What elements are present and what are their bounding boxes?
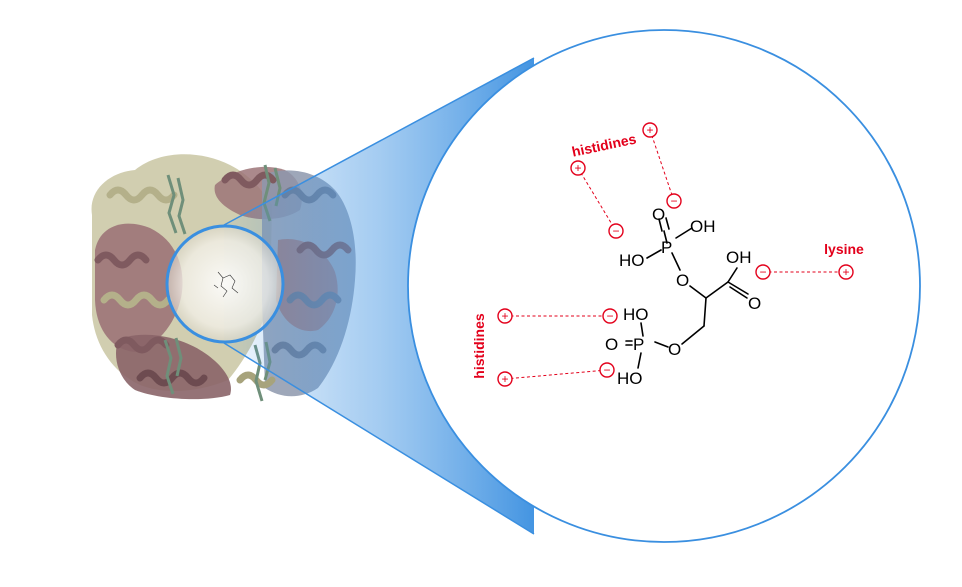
label-lysine: lysine [824, 241, 864, 257]
minus-charge: − [755, 264, 771, 280]
atom-o-double-top: O [652, 205, 665, 224]
atom-p-bottom: P [633, 335, 644, 354]
atom-o-double-bottom: O [605, 335, 618, 354]
interaction-lines [504, 129, 846, 380]
magnifier-lens [165, 224, 285, 344]
bpg-atom-labels: O OH P HO O OH O HO O P O HO [605, 205, 761, 388]
svg-text:−: − [670, 194, 677, 208]
minus-charge: − [666, 193, 682, 209]
plus-charge: + [642, 122, 658, 138]
mini-bpg-structure [213, 271, 239, 298]
atom-o-link-top: O [676, 271, 689, 290]
atom-ho-bottom-2: HO [617, 369, 643, 388]
atom-ho-bottom: HO [623, 305, 649, 324]
atom-p-top: P [661, 238, 672, 257]
atom-o-link-bottom: O [668, 340, 681, 359]
svg-text:+: + [501, 309, 508, 323]
svg-text:−: − [759, 265, 766, 279]
svg-text:+: + [574, 161, 581, 175]
hemoglobin-protein-illustration [91, 154, 356, 402]
atom-o-acid: O [748, 294, 761, 313]
atom-oh-top: OH [690, 217, 716, 236]
label-histidines-left: histidines [471, 313, 487, 379]
minus-charge: − [608, 223, 624, 239]
svg-text:+: + [842, 265, 849, 279]
minus-charge: − [602, 308, 618, 324]
plus-charge: + [497, 308, 513, 324]
svg-text:+: + [501, 372, 508, 386]
bpg-bonds [625, 217, 749, 369]
svg-text:−: − [606, 309, 613, 323]
svg-text:−: − [603, 363, 610, 377]
protein-mauve-region [95, 223, 183, 352]
plus-charge: + [838, 264, 854, 280]
charge-markers: + + − − + − + − − + [497, 122, 854, 387]
atom-oh-acid: OH [726, 248, 752, 267]
plus-charge: + [570, 160, 586, 176]
svg-text:+: + [646, 123, 653, 137]
minus-charge: − [599, 362, 615, 378]
atom-ho-top: HO [619, 251, 645, 270]
plus-charge: + [497, 371, 513, 387]
zoom-circle [407, 29, 921, 543]
svg-text:−: − [612, 224, 619, 238]
